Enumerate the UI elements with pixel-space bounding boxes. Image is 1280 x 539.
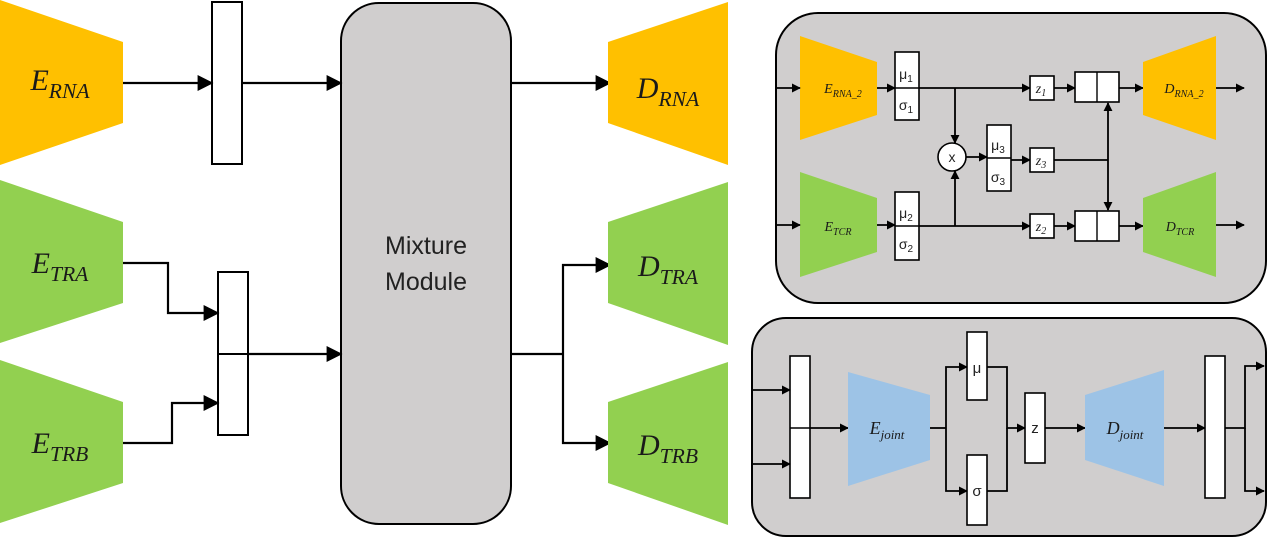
sigma1-label: σ1 bbox=[899, 97, 914, 116]
arrow-etra-to-concat bbox=[123, 261, 220, 321]
product-label: x bbox=[949, 149, 956, 165]
joint-output-bar bbox=[1204, 355, 1226, 499]
arrow-out-joint-2 bbox=[1244, 428, 1265, 496]
encoder-rna-label: ERNA bbox=[29, 64, 90, 103]
mu3-label: μ3 bbox=[991, 137, 1005, 156]
line-sigma-to-z bbox=[987, 428, 1008, 492]
sigma-box bbox=[966, 454, 988, 526]
arrow-to-sigma bbox=[945, 428, 968, 496]
arrow-mu-to-z bbox=[987, 366, 1026, 433]
encoder-trb-label: ETRB bbox=[31, 427, 89, 466]
arrow-to-dtra bbox=[561, 257, 612, 354]
decoder-rna-label: DRNA bbox=[636, 72, 700, 111]
rna-latent-bar bbox=[211, 1, 243, 165]
decoder-rna2-label: DRNA_2 bbox=[1163, 82, 1203, 100]
encoder-rna2-label: ERNA_2 bbox=[823, 82, 862, 100]
encoder-trb-shape bbox=[0, 360, 123, 523]
encoder-tcr-shape bbox=[800, 172, 877, 277]
mu-box bbox=[966, 331, 988, 401]
decoder-rna2-shape bbox=[1143, 36, 1216, 140]
z3-box bbox=[1029, 147, 1055, 173]
decoder-rna-shape bbox=[608, 2, 728, 165]
decoder-joint-shape bbox=[1085, 370, 1164, 486]
z1-box bbox=[1029, 75, 1055, 101]
encoder-rna-shape bbox=[0, 0, 123, 165]
mu1-sigma1-box bbox=[894, 51, 920, 121]
arrow-etrb-to-concat bbox=[123, 395, 220, 445]
mixture-module bbox=[340, 2, 512, 525]
decoder-tra-shape bbox=[608, 182, 728, 345]
sigma3-label: σ3 bbox=[991, 169, 1006, 188]
mu-label: μ bbox=[973, 360, 982, 377]
decoder-tra-label: DTRA bbox=[637, 250, 699, 289]
encoder-tra-shape bbox=[0, 180, 123, 343]
encoder-joint-shape bbox=[848, 372, 930, 486]
arrow-to-dtrb bbox=[561, 354, 612, 451]
arrow-out-joint-1 bbox=[1225, 361, 1265, 429]
z1-label: z1 bbox=[1035, 82, 1046, 99]
z-label: z bbox=[1031, 420, 1039, 437]
mixture-module-label-line2: Module bbox=[385, 268, 467, 296]
decoder-trb-shape bbox=[608, 362, 728, 525]
decoder-joint-label: Djoint bbox=[1106, 418, 1144, 442]
decoder-trb-label: DTRB bbox=[637, 429, 698, 468]
encoder-rna2-shape bbox=[800, 36, 877, 140]
decoder-tcr-shape bbox=[1143, 172, 1216, 277]
encoder-tcr-label: ETCR bbox=[823, 220, 851, 238]
encoder-joint-label: Ejoint bbox=[869, 418, 905, 442]
concat-panel bbox=[751, 317, 1267, 537]
joint-input-bar bbox=[789, 355, 811, 499]
arrow-to-mu bbox=[945, 362, 968, 428]
sigma-label: σ bbox=[972, 483, 982, 500]
z2-label: z2 bbox=[1035, 220, 1046, 237]
mixture-module-label-line1: Mixture bbox=[385, 232, 467, 260]
z3-label: z3 bbox=[1035, 154, 1046, 171]
decoder-tcr-label: DTCR bbox=[1165, 220, 1195, 238]
mu2-label: μ2 bbox=[899, 205, 913, 224]
sigma2-label: σ2 bbox=[899, 236, 914, 255]
encoder-tra-label: ETRA bbox=[31, 247, 90, 286]
mu1-label: μ1 bbox=[899, 66, 913, 85]
